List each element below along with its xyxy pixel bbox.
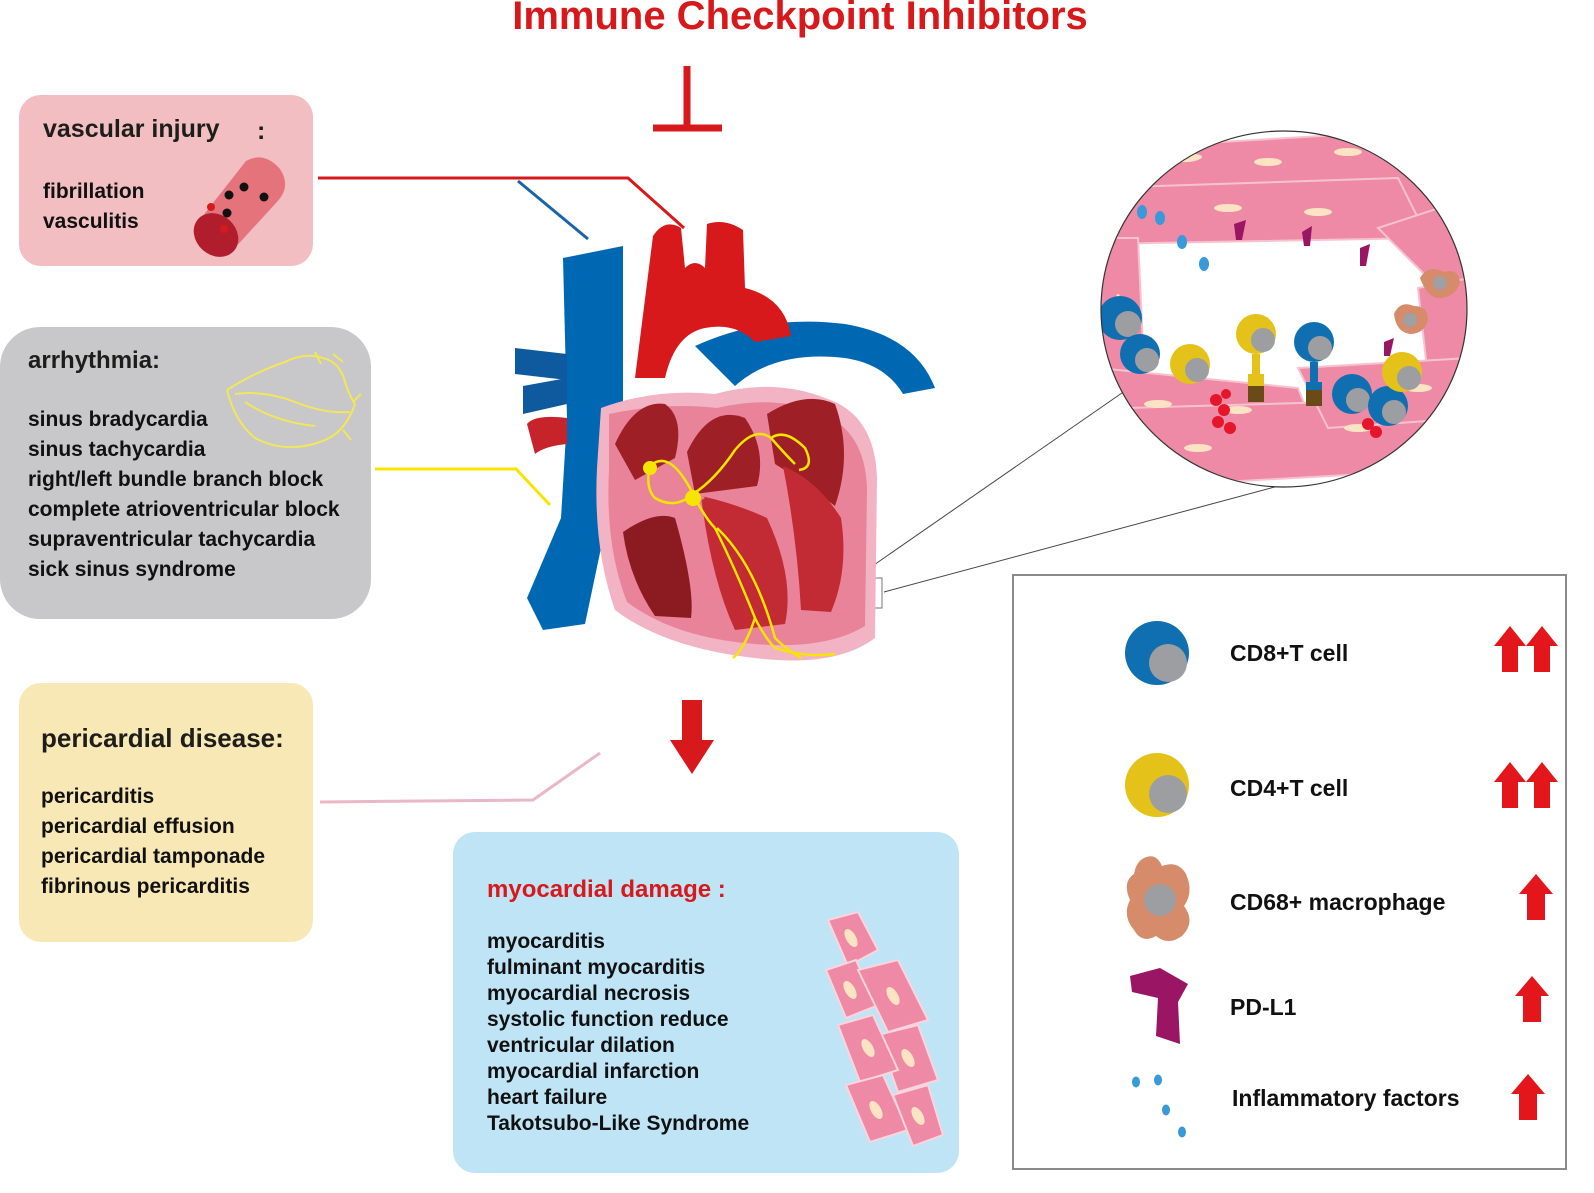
list-item: systolic function reduce <box>487 1008 729 1031</box>
legend-label-macrophage: CD68+ macrophage <box>1230 889 1446 915</box>
list-item: sick sinus syndrome <box>28 558 236 581</box>
increase-arrows-double <box>1494 762 1558 808</box>
inflammatory-factors-icon <box>1132 1074 1186 1138</box>
increase-arrows-double <box>1494 626 1558 672</box>
vascular-injury-heading: vascular injury <box>43 115 220 143</box>
macrophage-icon <box>1126 856 1190 941</box>
inhibition-symbol <box>653 66 722 132</box>
list-item: fibrillation <box>43 180 145 203</box>
blood-vessel-icon <box>193 157 286 257</box>
list-item: supraventricular tachycardia <box>28 528 316 551</box>
list-item: heart failure <box>487 1086 608 1109</box>
list-item: ventricular dilation <box>487 1034 675 1057</box>
arrhythmia-list: sinus bradycardia sinus tachycardia righ… <box>28 405 340 585</box>
vascular-injury-list: fibrillation vasculitis <box>43 177 145 237</box>
pericardial-connector <box>319 751 601 804</box>
list-item: sinus bradycardia <box>28 408 208 431</box>
legend-panel: CD8+T cell CD4+T cell CD68+ macrophage P… <box>1012 574 1567 1170</box>
legend-label-cd8: CD8+T cell <box>1230 640 1349 666</box>
legend-label-inflammatory-factors: Inflammatory factors <box>1232 1085 1460 1111</box>
cd4-t-cell-icon <box>1125 753 1189 817</box>
pericardial-disease-heading: pericardial disease: <box>41 723 284 753</box>
list-item: pericarditis <box>41 785 155 808</box>
increase-arrow-single <box>1511 1074 1545 1120</box>
list-item: sinus tachycardia <box>28 438 206 461</box>
list-item: fibrinous pericarditis <box>41 875 250 898</box>
legend-label-pd-l1: PD-L1 <box>1230 994 1297 1020</box>
list-item: vasculitis <box>43 210 139 233</box>
myocardial-damage-panel: myocardial damage : myocarditis fulminan… <box>453 832 959 1173</box>
list-item: myocardial infarction <box>487 1060 700 1083</box>
myocardial-damage-list: myocarditis fulminant myocarditis myocar… <box>487 929 749 1137</box>
increase-arrow-single <box>1515 976 1549 1022</box>
pd-l1-icon <box>1130 968 1188 1044</box>
list-item: complete atrioventricular block <box>28 498 340 521</box>
pericardial-disease-panel: pericardial disease: pericarditis perica… <box>19 683 313 942</box>
cardiomyocyte-icon <box>824 910 945 1148</box>
list-item: myocardial necrosis <box>487 982 691 1005</box>
arrhythmia-panel: arrhythmia: sinus bradycardia sinus tach… <box>0 327 371 619</box>
myocardial-damage-heading: myocardial damage : <box>487 876 726 903</box>
diagram-title: Immune Checkpoint Inhibitors <box>512 0 1088 38</box>
increase-arrow-single <box>1519 874 1553 920</box>
vascular-injury-panel: vascular injury : fibrillation vasculiti… <box>19 95 313 266</box>
arrhythmia-heading: arrhythmia: <box>28 347 161 374</box>
list-item: pericardial tamponade <box>41 845 266 868</box>
vascular-injury-colon: : <box>257 117 266 145</box>
myocardium-zoom-circle <box>1100 130 1468 488</box>
conduction-system-icon <box>226 351 362 449</box>
pericardial-disease-list: pericarditis pericardial effusion perica… <box>41 782 265 902</box>
cd8-t-cell-icon <box>1125 621 1189 685</box>
list-item: right/left bundle branch block <box>28 468 324 491</box>
list-item: fulminant myocarditis <box>487 956 706 979</box>
list-item: Takotsubo-Like Syndrome <box>487 1112 750 1135</box>
legend-label-cd4: CD4+T cell <box>1230 775 1349 801</box>
down-arrow <box>670 700 714 774</box>
heart-illustration <box>515 222 935 661</box>
list-item: myocarditis <box>487 930 605 953</box>
list-item: pericardial effusion <box>41 815 235 838</box>
